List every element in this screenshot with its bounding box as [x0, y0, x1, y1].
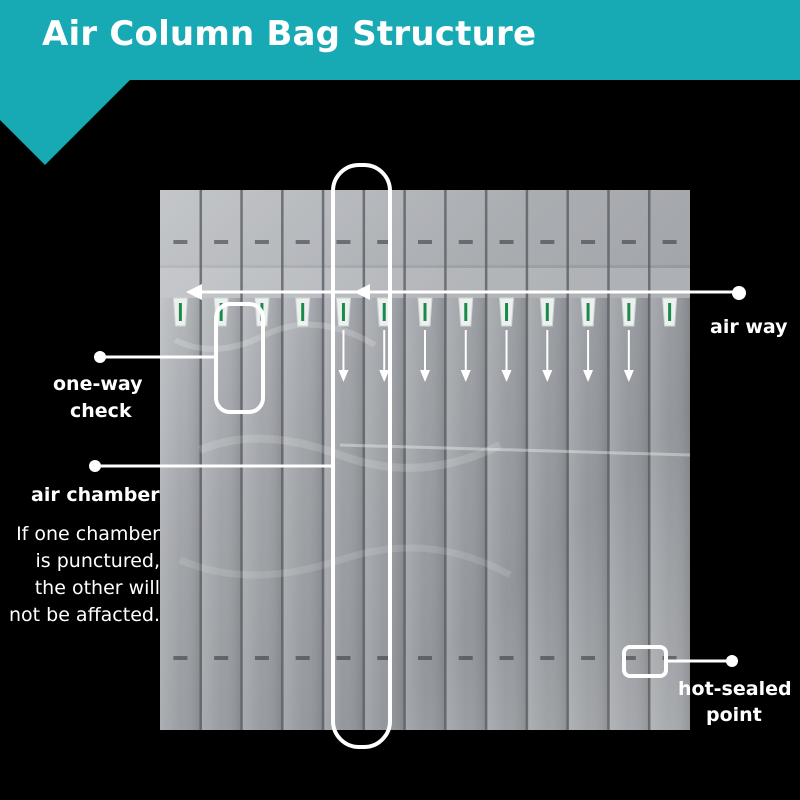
- down-arrow-head: [420, 370, 430, 382]
- valve: [662, 297, 678, 327]
- bottom-slot: [662, 656, 677, 660]
- bottom-slot: [254, 656, 269, 660]
- bottom-slot: [336, 656, 351, 660]
- top-slot: [458, 240, 473, 244]
- air-way-label: air way: [710, 316, 788, 338]
- title-banner: [0, 0, 800, 165]
- valve: [335, 297, 351, 327]
- valve-accent: [341, 303, 345, 321]
- bottom-slot: [499, 656, 514, 660]
- valve-accent: [382, 303, 386, 321]
- top-slot: [499, 240, 514, 244]
- valve: [621, 297, 637, 327]
- airway-dot: [732, 286, 746, 300]
- top-slot: [173, 240, 188, 244]
- top-slot: [377, 240, 392, 244]
- down-arrow-head: [583, 370, 594, 382]
- top-slot: [254, 240, 269, 244]
- top-slot: [540, 240, 555, 244]
- callout-lines: [89, 351, 738, 667]
- top-slot: [214, 240, 229, 244]
- top-slot: [418, 240, 432, 244]
- down-arrow-head: [501, 370, 512, 382]
- down-arrow-head: [623, 370, 634, 382]
- one-way-check-label-line2: check: [70, 400, 132, 422]
- bottom-slot: [621, 656, 636, 660]
- air-column: [282, 298, 324, 730]
- top-slot: [581, 240, 596, 244]
- valve-accent: [627, 303, 631, 321]
- top-slot: [621, 240, 636, 244]
- seal-slots: [173, 240, 677, 660]
- left-arrow-head: [186, 284, 202, 300]
- bottom-slot: [173, 656, 188, 660]
- top-slot: [295, 240, 310, 244]
- air-column: [649, 298, 690, 730]
- down-arrow-head: [379, 370, 390, 382]
- down-arrows: [338, 330, 634, 382]
- valve-accent: [586, 303, 590, 321]
- valve-accent: [219, 303, 223, 321]
- down-arrow-head: [338, 370, 349, 382]
- one-way-valves: [172, 297, 678, 327]
- air-column: [200, 298, 242, 730]
- valve: [458, 297, 474, 327]
- note-line-3: the other will: [34, 577, 160, 599]
- bottom-slot: [581, 656, 596, 660]
- bottom-slot: [418, 656, 432, 660]
- valve-accent: [545, 303, 549, 321]
- air-column-highlight: [331, 163, 392, 749]
- hot-sealed-label-line2: point: [706, 704, 762, 726]
- page-title: Air Column Bag Structure: [42, 14, 537, 54]
- valve: [172, 297, 188, 327]
- bottom-slot: [295, 656, 310, 660]
- valve-accent: [464, 303, 468, 321]
- one-way-check-label-line1: one-way: [53, 373, 143, 395]
- valve: [499, 297, 515, 327]
- down-arrow-head: [460, 370, 471, 382]
- bottom-slot: [540, 656, 555, 660]
- top-slot: [662, 240, 677, 244]
- valve: [417, 297, 433, 327]
- top-slot: [336, 240, 351, 244]
- note-line-2: is punctured,: [35, 550, 160, 572]
- air-flow-arrows: [186, 284, 746, 382]
- note-line-4: not be affacted.: [8, 604, 160, 626]
- note-line-1: If one chamber: [16, 523, 160, 545]
- inner-arrow-head: [354, 284, 370, 300]
- valve: [295, 297, 311, 327]
- bottom-slot: [377, 656, 392, 660]
- hot-sealed-label-line1: hot-sealed: [678, 678, 792, 700]
- valve-accent: [423, 303, 427, 321]
- air-column: [160, 298, 201, 730]
- bottom-slot: [214, 656, 229, 660]
- valve: [539, 297, 555, 327]
- air-chamber-label: air chamber: [31, 484, 160, 506]
- valve-accent: [505, 303, 509, 321]
- valve-accent: [668, 303, 672, 321]
- valve-accent: [178, 303, 182, 321]
- air-column-bag: [160, 190, 691, 730]
- bottom-slot: [458, 656, 473, 660]
- valve: [580, 297, 596, 327]
- down-arrow-head: [542, 370, 553, 382]
- valve-accent: [301, 303, 305, 321]
